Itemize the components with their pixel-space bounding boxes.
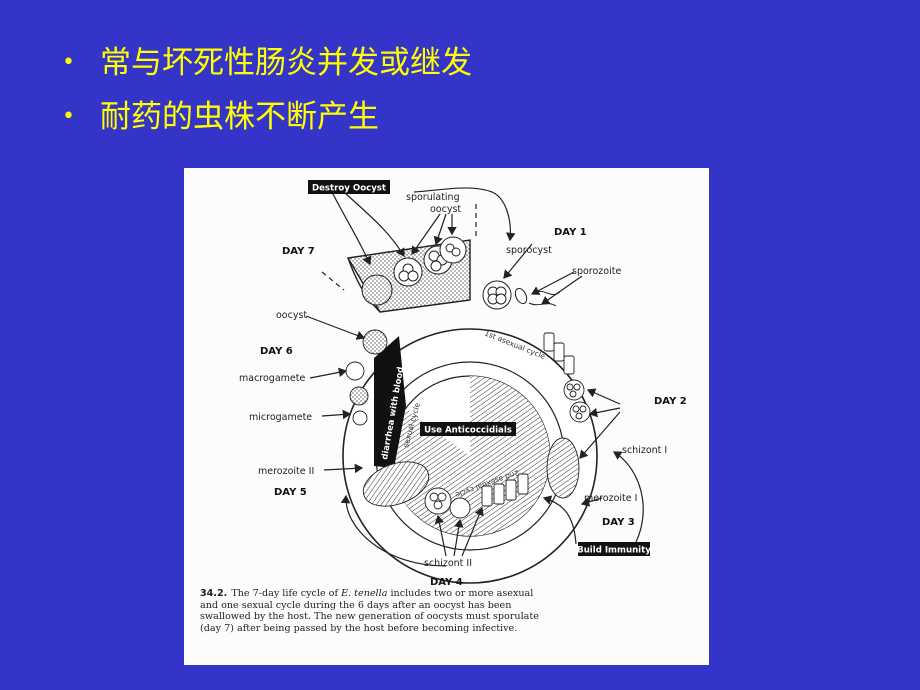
sporozoite-label: sporozoite — [572, 266, 621, 277]
lifecycle-arrows — [305, 187, 644, 567]
day-6-label: DAY 6 — [260, 346, 293, 357]
schizont-i-label: schizont I — [622, 445, 667, 456]
anticoccidials-label: Use Anticoccidials — [424, 426, 512, 436]
day-5-label: DAY 5 — [274, 487, 307, 498]
bullet-item: • 常与坏死性肠炎并发或继发 — [62, 36, 472, 90]
bullet-list: • 常与坏死性肠炎并发或继发 • 耐药的虫株不断产生 — [62, 36, 472, 144]
merozoite-i-label: merozoite I — [584, 493, 637, 504]
oocyst-cells — [361, 236, 467, 306]
day-1-label: DAY 1 — [554, 227, 587, 238]
merozoite-ii-label: merozoite II — [258, 466, 314, 477]
caption-text-after: includes two or more asexual and one sex… — [200, 588, 539, 634]
day-3-label: DAY 3 — [602, 517, 635, 528]
schizont-ii-label: schizont II — [424, 558, 472, 569]
sporocyst-cell — [482, 280, 561, 310]
schizont-cells — [543, 332, 591, 499]
sporocyst-label: sporocyst — [506, 245, 552, 256]
build-immunity-label: Build Immunity — [577, 546, 651, 556]
oocyst-label: oocyst — [276, 310, 307, 321]
bullet-dot-icon: • — [62, 104, 75, 129]
destroy-oocyst-box — [308, 180, 390, 194]
microgamete-label: microgamete — [249, 412, 312, 423]
sporulating-label: sporulating — [406, 192, 460, 203]
life-cycle-diagram: Destroy Oocyst Use Anticoccidials Build … — [239, 180, 687, 588]
day-2-label: DAY 2 — [654, 396, 687, 407]
day-7-label: DAY 7 — [282, 246, 315, 257]
caption-text-before: The 7-day life cycle of — [231, 588, 342, 599]
build-immunity-box — [578, 542, 650, 556]
bullet-text: 常与坏死性肠炎并发或继发 — [100, 45, 472, 81]
lower-cells — [362, 461, 529, 519]
bullet-dot-icon: • — [62, 50, 75, 75]
diarrhea-band — [374, 336, 406, 468]
life-cycle-figure: Destroy Oocyst Use Anticoccidials Build … — [184, 168, 709, 665]
destroy-oocyst-label: Destroy Oocyst — [312, 184, 386, 194]
macrogamete-label: macrogamete — [239, 373, 305, 384]
bullet-item: • 耐药的虫株不断产生 — [62, 90, 472, 144]
oocyst-top-label: oocyst — [430, 204, 461, 215]
bullet-text: 耐药的虫株不断产生 — [100, 99, 379, 135]
caption-number: 34.2. — [200, 588, 228, 599]
anticoccidials-box — [420, 422, 516, 436]
day-4-label: DAY 4 — [430, 577, 463, 588]
figure-caption: 34.2.The 7-day life cycle of E. tenella … — [200, 588, 550, 634]
caption-species: E. tenella — [341, 588, 388, 599]
